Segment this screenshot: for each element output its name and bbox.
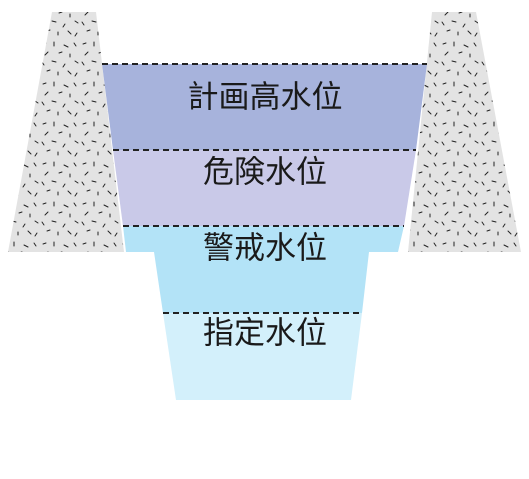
level-band-designated <box>163 313 362 400</box>
level-dividers <box>102 63 427 314</box>
level-band-danger <box>113 150 416 226</box>
label-danger: 危険水位 <box>203 155 327 191</box>
level-band-warning <box>123 226 404 313</box>
label-plan-high: 計画高水位 <box>188 80 343 116</box>
embankment <box>8 12 521 479</box>
level-band-plan-high <box>102 64 427 150</box>
label-designated: 指定水位 <box>203 316 327 352</box>
label-warning: 警戒水位 <box>203 231 327 267</box>
